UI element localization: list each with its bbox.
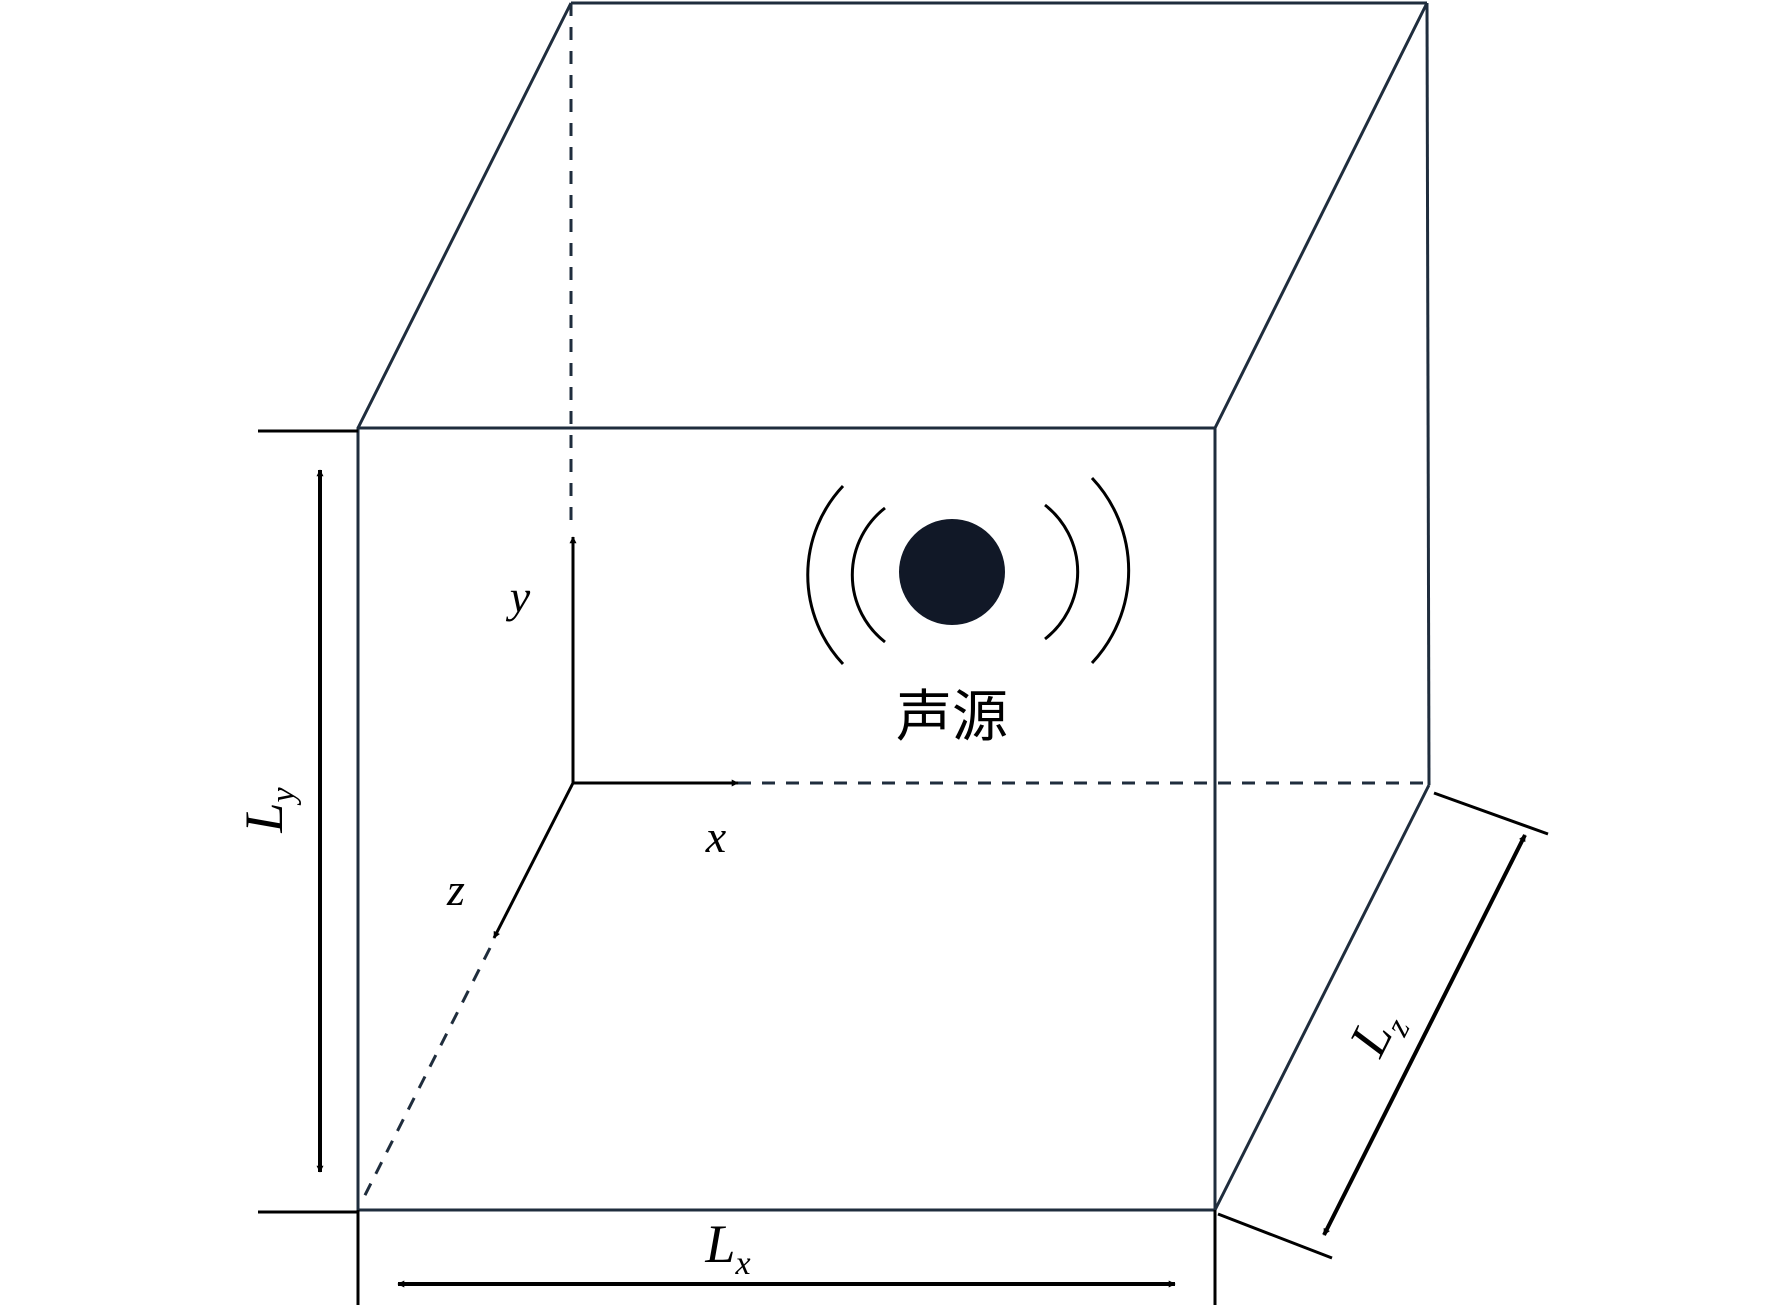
z-axis-arrow: [492, 782, 575, 939]
lz-dimension-arrow: [1322, 834, 1527, 1236]
z-axis-label: z: [446, 864, 465, 915]
lz-dimension: [1217, 791, 1549, 1260]
lz-label: Lz: [1337, 999, 1418, 1069]
sound-wave-icon: [806, 476, 1131, 666]
sound-source: 声源: [806, 476, 1131, 750]
top-right-edge: [1213, 2, 1429, 429]
lz-back-extension: [1433, 791, 1549, 836]
hidden-edges: [358, 3, 1429, 1206]
lx-label: Lx: [704, 1214, 750, 1282]
front-face: [356, 426, 1217, 1212]
y-axis-label: y: [506, 571, 531, 622]
outer-left-wave: [806, 484, 845, 666]
sound-source-dot: [899, 519, 1005, 625]
ly-label: Ly: [234, 787, 302, 834]
inner-right-wave: [1044, 503, 1080, 641]
top-left-edge: [356, 2, 573, 429]
sound-source-label: 声源: [896, 685, 1008, 750]
ly-dimension: [258, 429, 358, 1214]
lx-dimension: [356, 1210, 1217, 1305]
inner-left-wave: [850, 506, 886, 644]
x-axis-label: x: [705, 811, 727, 862]
bottom-right-edge: [1213, 784, 1431, 1211]
lz-front-extension: [1217, 1212, 1333, 1260]
hidden-depth-edge: [358, 947, 492, 1206]
outer-right-wave: [1090, 476, 1131, 665]
coordinate-axes: [492, 536, 739, 939]
back-right-vertical-edge: [1425, 2, 1431, 786]
